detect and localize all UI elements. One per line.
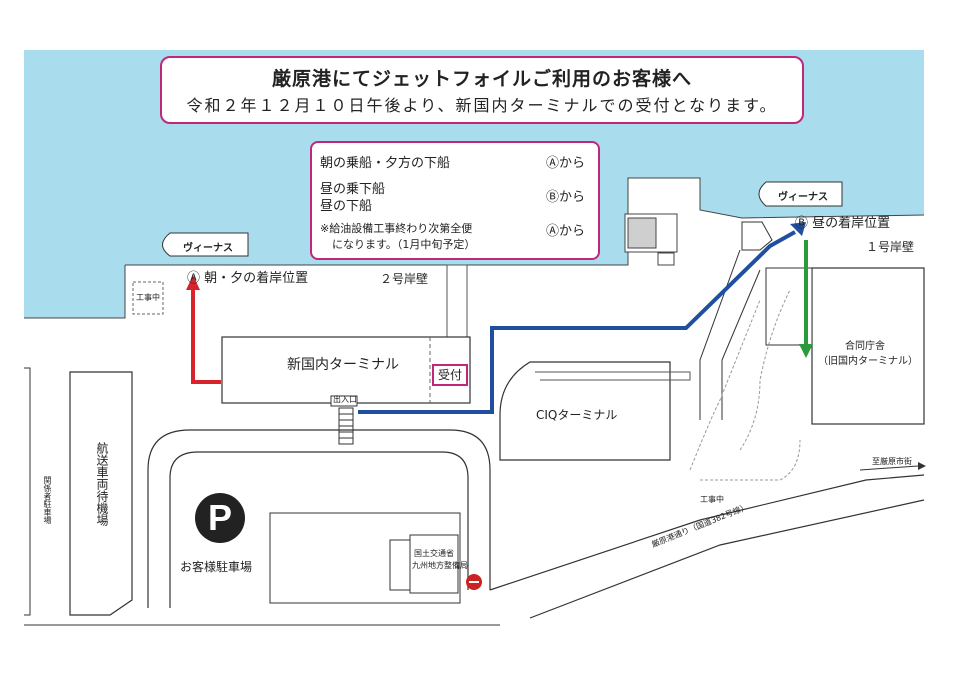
small-box [657, 252, 675, 266]
boat-a-hull [162, 232, 249, 257]
parking-lot [269, 512, 461, 604]
berth-a-label: Ⓐ 朝・夕の着岸位置 [187, 271, 309, 286]
title-banner: 厳原港にてジェットフォイルご利用のお客様へ 令和２年１２月１０日午後より、新国内… [160, 56, 804, 124]
ciq-terminal-label: CIQターミナル [536, 408, 618, 422]
stairs [338, 407, 354, 445]
pier-column [446, 264, 468, 341]
route-red-arrowhead [186, 275, 200, 290]
inner-road-a [699, 249, 741, 420]
legend-box: 朝の乗船・夕方の下船 Ⓐから 昼の乗下船 昼の下船 Ⓑから ※給油設備工事終わり… [310, 141, 600, 260]
legend-row3-label-b: になります。（1月中旬予定） [332, 238, 476, 251]
berth-b-label: Ⓑ 昼の着岸位置 [795, 216, 891, 231]
godo-label-1: 合同庁舎 [845, 341, 885, 352]
route-green-arrowhead [799, 344, 813, 358]
waiting-lot [69, 371, 133, 616]
boat-a-label: ヴィーナス [183, 243, 233, 254]
godo-label-2: （旧国内ターミナル） [818, 356, 918, 367]
construction-label-1: 工事中 [136, 293, 160, 302]
to-city-arrowhead [918, 462, 926, 470]
legend-row2-label-a: 昼の乗下船 [320, 182, 386, 197]
reception-label: 受付 [432, 364, 468, 386]
office-building [389, 539, 411, 591]
pier-2-quay [125, 177, 925, 266]
no-entry-icon [466, 574, 482, 590]
waiting-area-label: 航送車両待機場 [95, 442, 109, 526]
office-label-2: 九州地方整備局 [412, 561, 468, 570]
staff-parking-label: 関係者駐車場 [43, 476, 52, 524]
office-label-1: 国土交通省 [414, 549, 454, 558]
title-line-2: 令和２年１２月１０日午後より、新国内ターミナルでの受付となります。 [186, 96, 778, 115]
entrance-label: 出入口 [333, 395, 357, 404]
boat-b-label: ヴィーナス [778, 192, 828, 203]
entrance-box [330, 395, 358, 407]
ciq-building [499, 361, 671, 461]
inner-road-b [721, 269, 761, 420]
godo-building [811, 267, 925, 425]
to-city-label: 至厳原市街 [872, 457, 912, 466]
staff-lot [24, 367, 31, 616]
construction-label-2: 工事中 [700, 495, 724, 504]
legend-row1-target: Ⓐから [546, 156, 586, 171]
main-road-upper [489, 474, 925, 591]
ciq-canopy [535, 371, 691, 381]
route-blue-arrowhead [790, 222, 806, 236]
legend-row1-label: 朝の乗船・夕方の下船 [320, 156, 451, 171]
title-line-1: 厳原港にてジェットフォイルご利用のお客様へ [271, 68, 692, 90]
construction-path [689, 289, 801, 481]
legend-row2-label-b: 昼の下船 [320, 199, 373, 214]
pier-2-quay-edge [24, 265, 126, 319]
construction-box [132, 281, 164, 315]
legend-row2-target: Ⓑから [546, 190, 586, 205]
legend-row3-label-a: ※給油設備工事終わり次第全便 [320, 222, 473, 235]
parking-loop-outer [147, 429, 491, 608]
gangway-b [741, 221, 773, 251]
pier-2-label: ２号岸壁 [380, 272, 429, 286]
route-blue [358, 230, 796, 414]
office-building-2 [409, 534, 459, 594]
route-red [191, 288, 221, 384]
hatched-building-inner [627, 217, 657, 249]
to-city-arrow [859, 465, 919, 471]
boat-b-hull [758, 181, 843, 207]
parking-loop-inner [169, 451, 469, 608]
main-road-lower [529, 499, 925, 619]
parking-label: お客様駐車場 [180, 560, 253, 574]
legend-row3-target: Ⓐから [546, 224, 586, 239]
parking-icon: P [195, 493, 245, 543]
pier-1-label: １号岸壁 [866, 240, 915, 254]
new-terminal-label: 新国内ターミナル [287, 357, 399, 373]
